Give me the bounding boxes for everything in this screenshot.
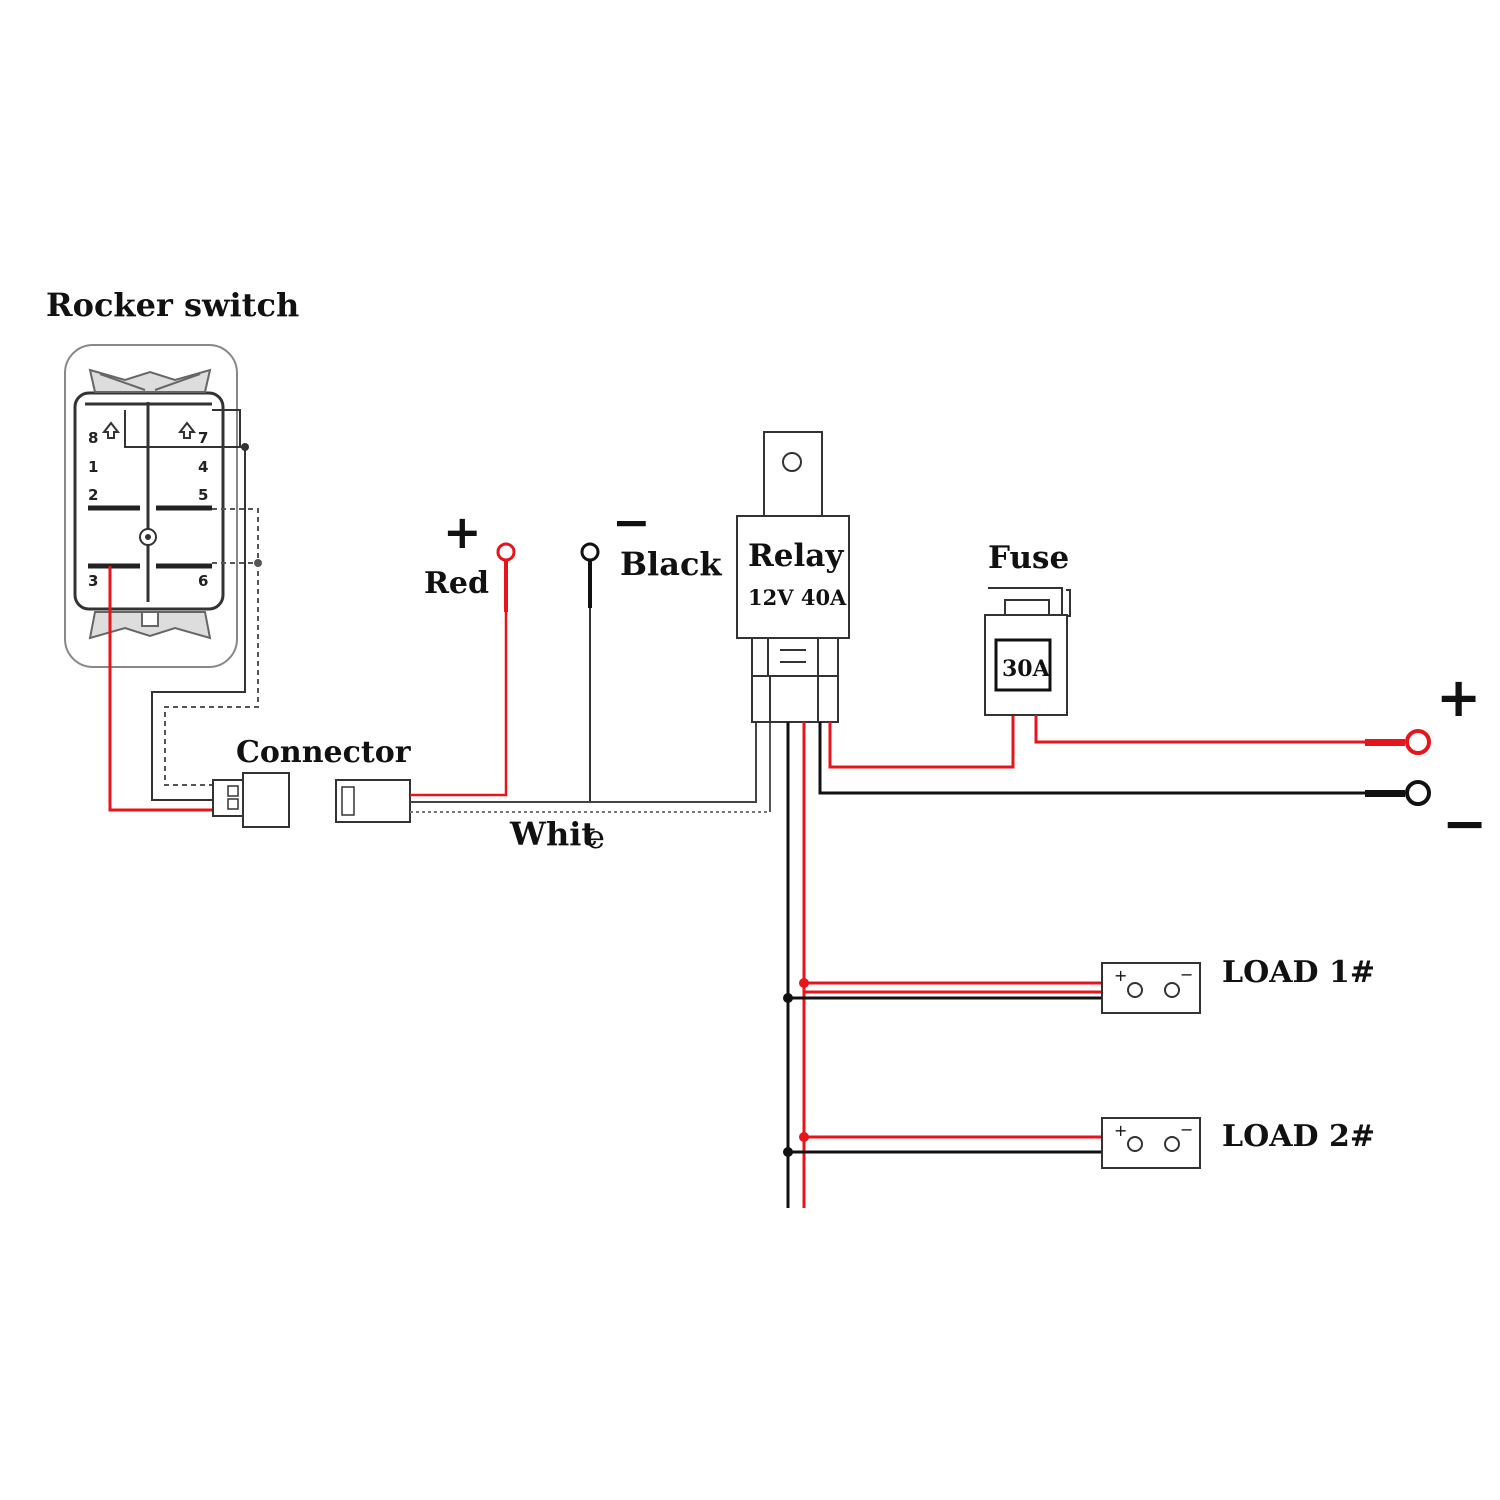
switch-housing: [64, 344, 238, 668]
relay-fuse-wire: [828, 715, 1015, 769]
rocker-switch: Rocker switch 8 7 1 4 2 5 3 6: [46, 286, 299, 668]
pin-8-label: 8: [88, 429, 98, 447]
fuse-label: Fuse: [988, 540, 1069, 576]
switch-bottom-clip: [88, 611, 212, 640]
junction-dot: [783, 1147, 793, 1157]
dashed-wire: [164, 508, 259, 786]
junction-dot: [254, 559, 262, 567]
relay-label: Relay: [748, 538, 844, 574]
connector-label: Connector: [236, 735, 412, 770]
junction-dot: [783, 993, 793, 1003]
load-2-label: LOAD 2#: [1222, 1119, 1375, 1154]
jumper-wire: [124, 410, 245, 448]
fuse: Fuse 30A: [984, 540, 1071, 716]
battery-plus-sign: +: [1436, 666, 1481, 729]
red-ring-terminal-icon: [496, 542, 516, 562]
relay-mount-tab: [763, 431, 823, 517]
pin-6-label: 6: [198, 572, 208, 590]
red-lead: + Red: [410, 505, 516, 797]
pin-4-label: 4: [198, 458, 208, 476]
fuse-element: [994, 638, 1052, 692]
pin-2-label: 2: [88, 486, 98, 504]
rocker-switch-label: Rocker switch: [46, 286, 299, 324]
load-1: + − LOAD 1#: [783, 955, 1375, 1014]
load-2-box: [1101, 1117, 1201, 1169]
load-1-plus: +: [1114, 966, 1127, 985]
fuse-rating: 30A: [1002, 656, 1051, 682]
red-label: Red: [424, 566, 489, 601]
black-label: Black: [620, 545, 722, 583]
battery-negative-terminal: −: [1365, 780, 1487, 855]
pin-1-label: 1: [88, 458, 98, 476]
pin-7-label: 7: [198, 429, 208, 447]
load-2-minus: −: [1180, 1120, 1193, 1139]
junction-dot: [799, 978, 809, 988]
white-wire: [410, 668, 757, 803]
relay-body: [736, 515, 850, 639]
load-1-label: LOAD 1#: [1222, 955, 1375, 990]
jumper-wire: [212, 409, 241, 447]
relay: Relay 12V 40A: [736, 431, 850, 723]
negative-ring-terminal-icon: [1405, 780, 1431, 806]
switch-top-clip: [88, 368, 212, 393]
battery-positive-terminal: +: [1365, 666, 1481, 755]
connector: Connector: [212, 735, 412, 828]
load-1-minus: −: [1180, 965, 1193, 984]
load-2: + − LOAD 2#: [783, 1117, 1375, 1169]
switch-red-wire: [108, 566, 213, 812]
positive-ring-terminal-icon: [1405, 729, 1431, 755]
pin-5-label: 5: [198, 486, 208, 504]
red-plus-sign: +: [443, 505, 482, 559]
black-lead: − Black: [580, 495, 722, 802]
black-ring-terminal-icon: [580, 542, 600, 562]
white-label-tail: e: [586, 818, 605, 856]
load-1-box: [1101, 962, 1201, 1014]
arrow-up-icon: [177, 421, 197, 439]
white-label: Whit: [509, 815, 596, 853]
switch-ground-wire: [151, 447, 246, 801]
battery-minus-sign: −: [1442, 792, 1487, 855]
battery-positive-wire: [1034, 715, 1365, 744]
battery-negative-wire: [818, 722, 1395, 795]
load-2-plus: +: [1114, 1121, 1127, 1140]
black-minus-sign: −: [612, 495, 651, 549]
arrow-up-icon: [101, 421, 121, 439]
relay-socket: [751, 675, 839, 723]
junction-dot: [799, 1132, 809, 1142]
relay-rating: 12V 40A: [748, 585, 847, 610]
pin-3-label: 3: [88, 572, 98, 590]
